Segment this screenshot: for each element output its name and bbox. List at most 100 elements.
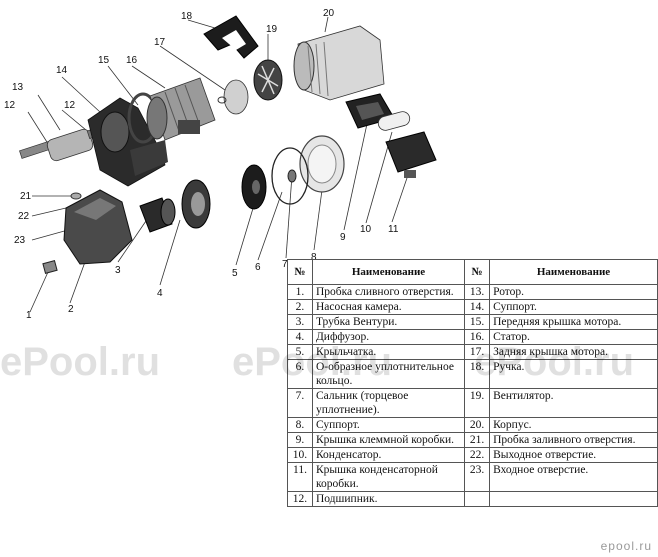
part-number-cell: 3. [287, 314, 313, 330]
table-row: 7.Сальник (торцевое уплотнение).19.Венти… [287, 388, 658, 418]
part-number-cell: 7. [287, 388, 313, 418]
fan-part [253, 59, 283, 101]
part-number-cell: 13. [464, 284, 491, 300]
callout-21: 21 [20, 191, 32, 202]
table-row: 4.Диффузор.16.Статор. [287, 329, 658, 345]
callout-4: 4 [157, 288, 163, 299]
part-number-cell: 12. [287, 491, 313, 507]
part-number-cell: 19. [464, 388, 491, 418]
table-row: 9.Крышка клеммной коробки.21.Пробка зали… [287, 432, 658, 448]
part-number-cell: 1. [287, 284, 313, 300]
impeller-part [241, 164, 267, 210]
part-name-cell: Пробка заливного отверстия. [489, 432, 658, 448]
part-name-cell: Крышка клеммной коробки. [311, 432, 466, 448]
table-row: 3.Трубка Вентури.15.Передняя крышка мото… [287, 314, 658, 330]
part-number-cell: 6. [287, 359, 313, 389]
part-name-cell: Корпус. [489, 417, 658, 433]
site-logo: epool.ru [600, 539, 652, 553]
part-name-cell: Трубка Вентури. [311, 314, 466, 330]
part-number-cell: 17. [464, 344, 491, 360]
callout-22: 22 [18, 211, 30, 222]
part-name-cell: Входное отверстие. [489, 462, 658, 492]
part-number-cell: 20. [464, 417, 491, 433]
part-name-cell: Суппорт. [489, 299, 658, 315]
part-number-cell: 5. [287, 344, 313, 360]
part-number-cell: 8. [287, 417, 313, 433]
callout-17: 17 [154, 37, 166, 48]
callout-19: 19 [266, 24, 278, 35]
part-number-cell: 23. [464, 462, 491, 492]
callout-7: 7 [282, 259, 288, 270]
part-name-cell: Крышка конденсаторной коробки. [311, 462, 466, 492]
rear-motor-cover-part [217, 79, 249, 115]
part-name-cell: O-образное уплотнительное кольцо. [311, 359, 466, 389]
col-header-name-2: Наименование [489, 259, 658, 285]
part-number-cell: 9. [287, 432, 313, 448]
housing-part [293, 25, 385, 101]
part-number-cell: 11. [287, 462, 313, 492]
table-row: 5.Крыльчатка.17.Задняя крышка мотора. [287, 344, 658, 360]
pump-chamber-part [63, 189, 133, 265]
callout-14: 14 [56, 65, 68, 76]
callout-18: 18 [181, 11, 193, 22]
callout-9: 9 [340, 232, 346, 243]
part-name-cell: Ручка. [489, 359, 658, 389]
callout-3: 3 [115, 265, 121, 276]
part-number-cell: 4. [287, 329, 313, 345]
venturi-tube-part [139, 197, 176, 233]
parts-table-body: 1.Пробка сливного отверстия.13.Ротор.2.Н… [287, 284, 658, 507]
callout-labels: 1 2 3 4 5 6 7 8 9 10 11 12 12 13 14 15 1… [4, 8, 399, 321]
callout-2: 2 [68, 304, 74, 315]
part-number-cell: 14. [464, 299, 491, 315]
callout-13: 13 [12, 82, 24, 93]
part-number-cell: 15. [464, 314, 491, 330]
callout-5: 5 [232, 268, 238, 279]
part-name-cell: Задняя крышка мотора. [489, 344, 658, 360]
table-header-row: № Наименование № Наименование [287, 259, 658, 285]
callout-15: 15 [98, 55, 110, 66]
col-header-num-1: № [287, 259, 313, 285]
part-name-cell: Диффузор. [311, 329, 466, 345]
table-row: 10.Конденсатор.22.Выходное отверстие. [287, 447, 658, 463]
part-name-cell: Сальник (торцевое уплотнение). [311, 388, 466, 418]
table-row: 6.O-образное уплотнительное кольцо.18.Ру… [287, 359, 658, 389]
part-name-cell: Суппорт. [311, 417, 466, 433]
table-row: 12.Подшипник. [287, 491, 658, 507]
part-name-cell: Крыльчатка. [311, 344, 466, 360]
part-name-cell: Ротор. [489, 284, 658, 300]
table-row: 2.Насосная камера.14.Суппорт. [287, 299, 658, 315]
part-number-cell: 22. [464, 447, 491, 463]
part-number-cell: 21. [464, 432, 491, 448]
callout-12-right: 12 [64, 100, 76, 111]
part-name-cell: Статор. [489, 329, 658, 345]
callout-11: 11 [388, 224, 399, 235]
o-ring-part [271, 147, 309, 205]
callout-12-left: 12 [4, 100, 16, 111]
callout-1: 1 [26, 310, 32, 321]
part-name-cell: Насосная камера. [311, 299, 466, 315]
support-bracket-part [87, 97, 168, 187]
part-name-cell [489, 491, 658, 507]
part-number-cell [464, 491, 491, 507]
stator-part [146, 77, 216, 141]
part-name-cell: Выходное отверстие. [489, 447, 658, 463]
callout-10: 10 [360, 224, 372, 235]
drain-plug-part [42, 260, 58, 274]
table-row: 8.Суппорт.20.Корпус. [287, 417, 658, 433]
part-name-cell: Передняя крышка мотора. [489, 314, 658, 330]
callout-23: 23 [14, 235, 26, 246]
part-number-cell: 18. [464, 359, 491, 389]
handle-part [203, 15, 259, 59]
diffuser-part [181, 179, 211, 229]
col-header-num-2: № [464, 259, 491, 285]
part-name-cell: Пробка сливного отверстия. [311, 284, 466, 300]
part-number-cell: 16. [464, 329, 491, 345]
part-number-cell: 2. [287, 299, 313, 315]
col-header-name-1: Наименование [311, 259, 466, 285]
part-number-cell: 10. [287, 447, 313, 463]
parts-table: № Наименование № Наименование 1.Пробка с… [287, 259, 658, 507]
capacitor-box-cover-part [385, 131, 437, 178]
support-disc-part [299, 135, 345, 193]
